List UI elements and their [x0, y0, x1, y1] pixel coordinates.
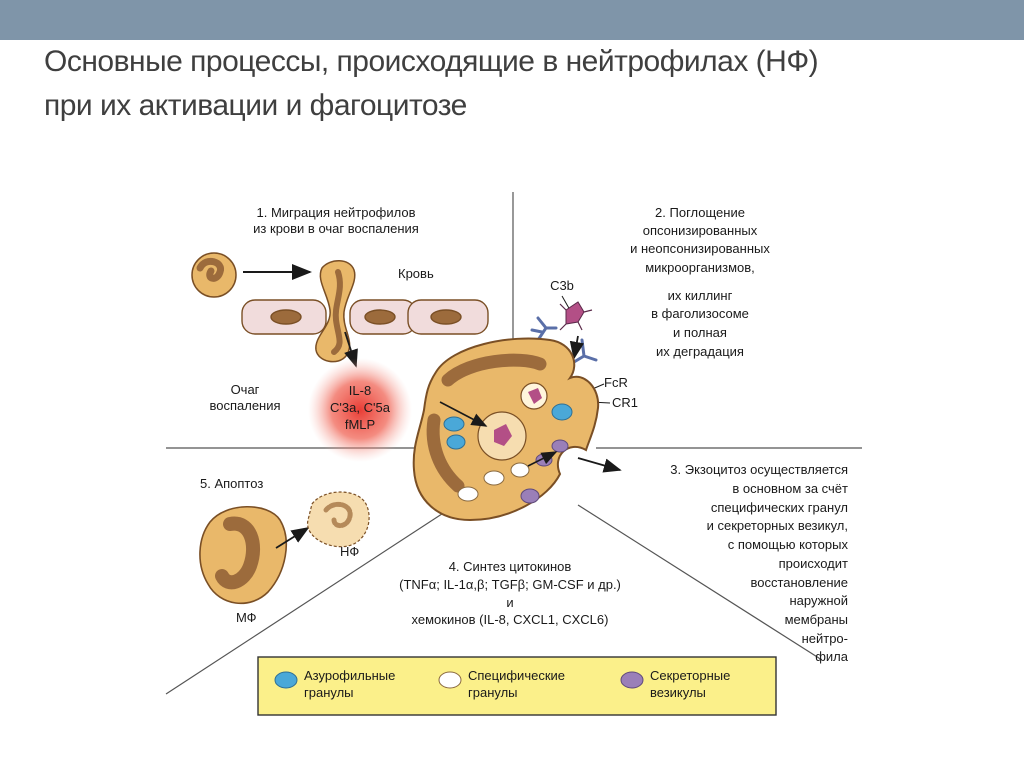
legend-swatch-specific [438, 671, 462, 689]
blood-label: Кровь [398, 266, 434, 281]
uptake-line-8: их деградация [656, 344, 744, 359]
circulating-neutrophil [191, 252, 237, 298]
migration-section: 1. Миграция нейтрофилов из крови в очаг … [191, 205, 489, 462]
migration-heading-1: 1. Миграция нейтрофилов [256, 205, 415, 220]
mediator-3: fMLP [345, 417, 375, 432]
apoptosis-section: 5. Апоптоз НФ МФ [199, 476, 370, 625]
uptake-line-5: их киллинг [668, 288, 733, 303]
macrophage [199, 505, 287, 605]
cytokines-line-2: (TNFα; IL-1α,β; TGFβ; GM-CSF и др.) [399, 577, 621, 592]
exocytosis-line-8: наружной [789, 593, 848, 608]
legend-item-azurophil: Азурофильные гранулы [274, 668, 395, 700]
exocytosis-line-7: восстановление [750, 575, 848, 590]
legend-swatch-secretory [620, 671, 644, 689]
legend-label-azurophil-1: Азурофильные [304, 668, 395, 683]
slide-title-line-1: Основные процессы, происходящие в нейтро… [44, 45, 819, 78]
legend-label-specific-2: гранулы [468, 685, 518, 700]
cytokines-section: 4. Синтез цитокинов (TNFα; IL-1α,β; TGFβ… [399, 559, 621, 627]
mediator-glow [308, 358, 412, 462]
slide-title-line-2: при их активации и фагоцитозе [44, 89, 467, 122]
legend-label-secretory-2: везикулы [650, 685, 706, 700]
legend-label-azurophil-2: гранулы [304, 685, 354, 700]
transmigrating-neutrophil [315, 260, 356, 363]
nf-label: НФ [340, 544, 359, 559]
migration-heading-2: из крови в очаг воспаления [253, 221, 419, 236]
legend-item-specific: Специфические гранулы [438, 668, 565, 700]
uptake-line-2: опсонизированных [643, 223, 758, 238]
mediator-2: C'3a, C'5a [330, 400, 391, 415]
legend-label-specific-1: Специфические [468, 668, 565, 683]
c3b-label: C3b [550, 278, 574, 293]
uptake-section: 2. Поглощение опсонизированных и неопсон… [530, 205, 770, 410]
exocytosis-line-11: фила [815, 649, 849, 664]
apoptotic-neutrophil [307, 491, 370, 548]
apoptosis-heading: 5. Апоптоз [200, 476, 263, 491]
exocytosis-line-3: специфических гранул [711, 500, 848, 515]
exocytosis-line-6: происходит [779, 556, 848, 571]
title-bar [0, 0, 1024, 40]
endothelium [241, 299, 489, 335]
cytokines-line-3: и [506, 595, 513, 610]
opsonized-microbe [559, 301, 593, 331]
exocytosis-section: 3. Экзоцитоз осуществляется в основном з… [670, 462, 848, 664]
specific-granules [457, 462, 530, 502]
uptake-line-6: в фаголизосоме [651, 306, 749, 321]
cytokines-line-4: хемокинов (IL-8, CXCL1, CXCL6) [412, 612, 609, 627]
exocytosis-line-9: мембраны [785, 612, 848, 627]
activated-neutrophil [412, 337, 622, 522]
fcr-label: FcR [604, 375, 628, 390]
focus-label-1: Очаг [231, 382, 260, 397]
mediator-1: IL-8 [349, 383, 371, 398]
focus-label-2: воспаления [209, 398, 280, 413]
slide-title: Основные процессы, происходящие в нейтро… [44, 40, 1004, 128]
mf-label: МФ [236, 610, 257, 625]
uptake-line-3: и неопсонизированных [630, 241, 770, 256]
legend-item-secretory: Секреторные везикулы [620, 668, 730, 700]
uptake-line-1: 2. Поглощение [655, 205, 745, 220]
azurophil-granules [443, 403, 573, 450]
legend-label-secretory-1: Секреторные [650, 668, 730, 683]
legend-swatch-azurophil [274, 671, 298, 689]
cytokines-line-1: 4. Синтез цитокинов [449, 559, 572, 574]
exocytosis-line-2: в основном за счёт [732, 481, 848, 496]
cr1-label: CR1 [612, 395, 638, 410]
exocytosis-line-1: 3. Экзоцитоз осуществляется [670, 462, 848, 477]
exocytosis-line-4: и секреторных везикул, [707, 518, 848, 533]
exocytosis-line-5: с помощью которых [728, 537, 849, 552]
exocytosis-line-10: нейтро- [802, 631, 848, 646]
legend: Азурофильные гранулы Специфические грану… [257, 656, 777, 716]
uptake-line-4: микроорганизмов, [645, 260, 755, 275]
uptake-line-7: и полная [673, 325, 727, 340]
